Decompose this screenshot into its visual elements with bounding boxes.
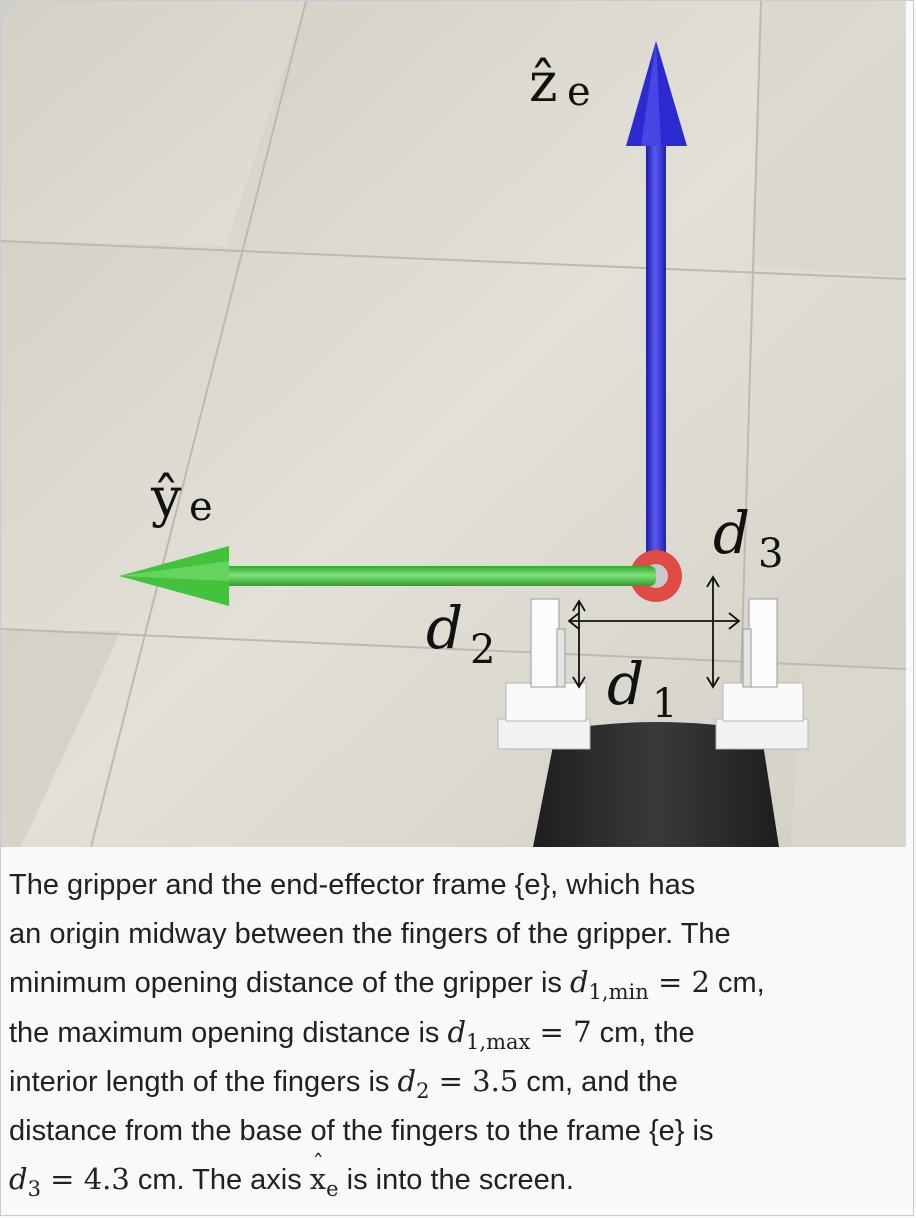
floor-tile bbox=[751, 1, 906, 276]
finger-left-inner bbox=[556, 628, 566, 688]
gripper-block-left bbox=[505, 682, 587, 722]
caption-line: interior length of the fingers is d2 = 3… bbox=[9, 1064, 678, 1103]
d3-subscript: 3 bbox=[758, 531, 783, 577]
d2-label: d bbox=[426, 594, 463, 662]
caption-line: d3 = 4.3 cm. The axis xe is into the scr… bbox=[9, 1141, 904, 1205]
floor-tile bbox=[1, 631, 121, 847]
caption-line: minimum opening distance of the gripper … bbox=[9, 965, 765, 1004]
gripper-body bbox=[533, 722, 779, 847]
caption-line: distance from the base of the fingers to… bbox=[9, 1114, 714, 1147]
d1-label: d bbox=[607, 650, 644, 718]
x-hat-symbol: x bbox=[310, 1141, 326, 1204]
caption-line: the maximum opening distance is d1,max =… bbox=[9, 1014, 695, 1054]
gripper-block-right bbox=[722, 682, 804, 722]
y-axis-label: ŷ bbox=[150, 466, 182, 529]
z-axis-label: ẑ bbox=[529, 51, 557, 114]
finger-left bbox=[530, 598, 560, 688]
figure-caption: The gripper and the end-effector frame {… bbox=[9, 861, 904, 1205]
d3-label: d bbox=[713, 499, 750, 567]
gripper-scene: ẑ e ŷ e d 2 d 1 d 3 bbox=[1, 1, 906, 847]
floor-tile bbox=[791, 666, 906, 847]
z-axis-subscript: e bbox=[567, 69, 591, 115]
d2-subscript: 2 bbox=[470, 627, 495, 673]
y-axis-shaft bbox=[223, 566, 656, 586]
gripper-plate-left bbox=[497, 718, 591, 750]
caption-line: The gripper and the end-effector frame {… bbox=[9, 869, 696, 901]
gripper-plate-right bbox=[715, 718, 809, 750]
z-axis-shaft bbox=[646, 146, 666, 576]
floor-tile bbox=[1, 1, 306, 246]
y-axis-subscript: e bbox=[189, 484, 213, 530]
caption-line: an origin midway between the fingers of … bbox=[9, 917, 731, 950]
finger-right-inner bbox=[742, 628, 752, 688]
dimension-arrows bbox=[567, 575, 741, 689]
d1-subscript: 1 bbox=[652, 681, 677, 727]
finger-right bbox=[748, 598, 778, 688]
